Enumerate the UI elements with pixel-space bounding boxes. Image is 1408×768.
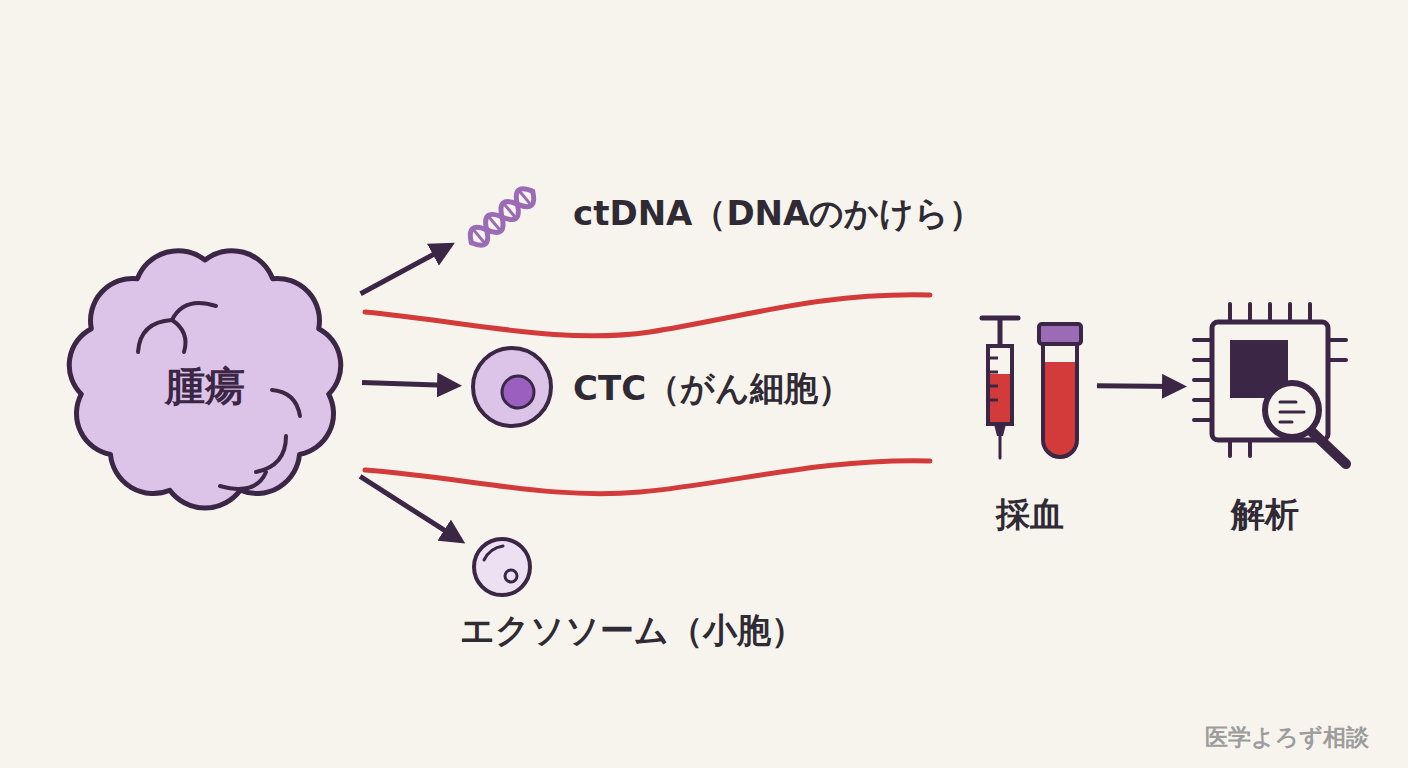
blood-draw-step: 採血 <box>975 310 1085 460</box>
ctdna-item: ctDNA（DNAのかけら） <box>462 180 542 255</box>
lens-detail <box>1280 401 1296 404</box>
chip-body <box>1212 322 1328 440</box>
node-label: 採血 <box>955 493 1105 536</box>
syringe-scale <box>988 371 998 374</box>
syringe-needle <box>999 436 1002 458</box>
cell-icon <box>473 348 551 426</box>
node-label: ctDNA（DNAのかけら） <box>573 192 983 235</box>
watermark: 医学よろず相談 <box>1205 722 1369 753</box>
dna-rung <box>473 229 485 243</box>
tumor-cloud: 腫瘍 <box>60 240 350 515</box>
cloud-fold <box>272 390 300 416</box>
chip-pin <box>1194 378 1212 382</box>
dna-icon <box>465 184 539 251</box>
vessel-wall <box>365 295 930 336</box>
tube-cap <box>1039 324 1081 344</box>
node-label: 腫瘍 <box>60 361 350 411</box>
lens-detail <box>1280 421 1292 424</box>
cloud-fold <box>256 436 286 472</box>
node-label: エクソソーム（小胞） <box>460 609 805 652</box>
chip-pin <box>1268 304 1272 322</box>
dna-strand <box>465 184 539 251</box>
syringe-blood <box>988 374 1012 424</box>
cell-nucleus <box>502 376 534 408</box>
syringe-barrel <box>988 346 1012 424</box>
exosome-membrane <box>484 546 503 560</box>
chip-pin <box>1194 338 1212 342</box>
tube-body <box>1043 340 1077 457</box>
chip-pin <box>1194 358 1212 362</box>
syringe-hub <box>994 424 1006 436</box>
syringe-scale <box>988 385 998 388</box>
exosome-cargo <box>505 570 517 582</box>
dna-rung <box>504 204 516 218</box>
chip-pin <box>1194 398 1212 402</box>
chip-pin <box>1308 304 1312 322</box>
syringe-scale <box>988 357 998 360</box>
dna-rung <box>489 217 501 231</box>
lens-detail <box>1280 411 1304 414</box>
syringe-rod <box>998 318 1003 346</box>
chip-pin <box>1328 358 1346 362</box>
cloud-fold <box>220 472 266 489</box>
vessel-wall <box>365 461 930 494</box>
exosome-item: エクソソーム（小胞） <box>472 537 532 597</box>
ctc-item: CTC（がん細胞） <box>470 345 555 430</box>
exosome-icon <box>474 539 530 595</box>
chip-pins <box>1194 304 1346 456</box>
cloud-fold <box>172 320 186 352</box>
chip-pin <box>1228 304 1232 322</box>
chip-pin <box>1328 338 1346 342</box>
flow-arrow <box>361 248 447 294</box>
flow-arrow <box>362 383 452 386</box>
chip-pin <box>1194 418 1212 422</box>
magnifier-handle <box>1310 430 1346 464</box>
chip-pin <box>1288 304 1292 322</box>
analysis-step: 解析 <box>1195 315 1350 460</box>
dna-rung <box>519 191 531 205</box>
chip-pin <box>1248 304 1252 322</box>
node-label: 解析 <box>1195 493 1335 536</box>
dna-strand <box>465 184 539 251</box>
flow-arrow <box>360 476 457 538</box>
cloud-fold <box>138 303 216 352</box>
flow-arrow <box>1097 383 1177 389</box>
tube-blood <box>1043 362 1077 457</box>
node-label: CTC（がん細胞） <box>573 367 852 410</box>
syringe-scale <box>988 399 998 402</box>
magnifier-lens <box>1265 383 1319 437</box>
